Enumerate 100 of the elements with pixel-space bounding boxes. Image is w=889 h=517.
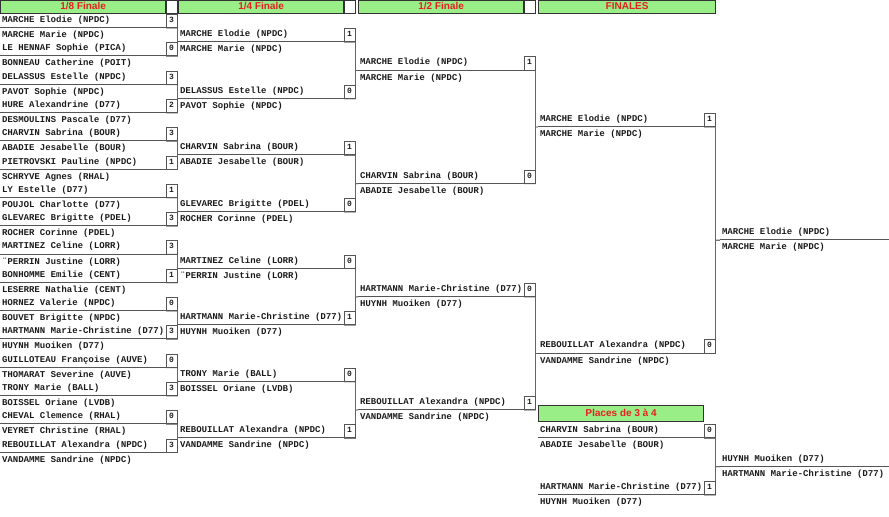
player-pair-name: DESMOULINS Pascale (D77) (1, 114, 132, 128)
player-pair-name: BONHOMME Emilie (CENT) (0, 268, 166, 283)
score-cell: 0 (524, 170, 536, 184)
score-cell: 0 (524, 282, 536, 297)
player-pair-name: MARCHE Marie (NPDC) (1, 29, 105, 42)
score-cell: 0 (166, 354, 178, 368)
round-header: 1/8 Finale (0, 0, 166, 14)
player-pair-name: MARCHE Marie (NPDC) (359, 72, 463, 85)
player-pair-name: HUYNH Muoiken (D77) (179, 326, 283, 340)
player-pair-name: HARTMANN Marie-Christine (D77) (538, 480, 704, 496)
player-pair-name: DELASSUS Estelle (NPDC) (178, 84, 344, 99)
score-cell: 3 (166, 212, 178, 226)
score-cell: 1 (524, 396, 536, 410)
player-pair-name: VANDAMME Sandrine (NPDC) (539, 354, 670, 368)
player-pair-name: HUYNH Muoiken (D77) (720, 452, 889, 467)
player-pair-name: ¨PERRIN Justine (LORR) (1, 256, 121, 269)
bracket-line (704, 466, 720, 496)
bracket-line (344, 381, 358, 411)
score-cell: 1 (704, 113, 716, 128)
player-pair-name: CHEVAL Clemence (RHAL) (0, 410, 166, 424)
player-pair-name: MARCHE Elodie (NPDC) (178, 28, 344, 42)
bracket-line (344, 410, 358, 439)
player-pair-name: DELASSUS Estelle (NPDC) (0, 70, 166, 85)
round-header: FINALES (538, 0, 716, 14)
player-pair-name: REBOUILLAT Alexandra (NPDC) (0, 438, 166, 453)
player-pair-name: BONNEAU Catherine (POIT) (1, 57, 132, 70)
bracket-slot (0, 268, 166, 297)
score-cell: 3 (166, 240, 178, 255)
player-pair-name: GLEVAREC Brigitte (PDEL) (178, 198, 344, 212)
bracket-line (166, 424, 178, 439)
score-cell: 3 (166, 382, 178, 396)
score-cell: 2 (166, 98, 178, 114)
player-pair-name: HUYNH Muoiken (D77) (1, 340, 105, 354)
score-cell: 0 (704, 339, 716, 354)
bracket-slot (0, 354, 166, 382)
header-cell (524, 0, 536, 14)
player-pair-name: ABADIE Jesabelle (BOUR) (539, 439, 664, 452)
player-pair-name: LY Estelle (D77) (0, 184, 166, 198)
bracket-slot (358, 170, 524, 198)
player-pair-name: MARTINEZ Celine (LORR) (178, 254, 344, 269)
player-pair-name: TRONY Marie (BALL) (0, 382, 166, 396)
player-pair-name: ABADIE Jesabelle (BOUR) (359, 184, 484, 198)
player-pair-name: REBOUILLAT Alexandra (NPDC) (178, 424, 344, 438)
player-pair-name: MARTINEZ Celine (LORR) (0, 240, 166, 255)
player-pair-name: CHARVIN Sabrina (BOUR) (358, 170, 524, 184)
bracket-line (344, 42, 358, 71)
bracket-slot (0, 70, 166, 99)
player-pair-name: BOISSEL Oriane (LVDB) (179, 382, 294, 396)
header-cell (166, 0, 178, 14)
player-pair-name: REBOUILLAT Alexandra (NPDC) (358, 396, 524, 410)
score-cell: 0 (704, 424, 716, 438)
bracket-slot (538, 339, 704, 368)
score-cell: 1 (344, 424, 356, 438)
score-cell: 1 (166, 268, 178, 283)
bracket-slot (178, 254, 344, 283)
score-cell: 0 (344, 254, 356, 269)
player-pair-name: CHARVIN Sabrina (BOUR) (538, 424, 704, 438)
bracket-slot (0, 156, 166, 184)
bracket-line (524, 296, 538, 354)
player-pair-name: POUJOL Charlotte (D77) (1, 198, 121, 212)
bracket-line (166, 197, 178, 212)
bracket-slot (358, 56, 524, 85)
score-cell: 1 (524, 56, 536, 71)
player-pair-name: ROCHER Corinne (PDEL) (1, 227, 116, 240)
player-pair-name: LE HENNAF Sophie (PICA) (0, 42, 166, 56)
player-pair-name: VANDAMME Sandrine (NPDC) (179, 439, 310, 452)
player-pair-name: MARCHE Elodie (NPDC) (538, 113, 704, 128)
player-pair-name: THOMARAT Severine (AUVE) (1, 368, 132, 382)
bracket-line (166, 28, 178, 43)
player-pair-name: BOISSEL Oriane (LVDB) (1, 397, 116, 410)
player-pair-name: MARCHE Elodie (NPDC) (358, 56, 524, 71)
player-pair-name: HUYNH Muoiken (D77) (359, 298, 463, 311)
player-pair-name: GUILLOTEAU Françoise (AUVE) (0, 354, 166, 368)
bracket-slot (0, 438, 166, 467)
player-pair-name: VANDAMME Sandrine (NPDC) (1, 454, 132, 467)
score-cell: 3 (166, 325, 178, 340)
player-pair-name: HARTMANN Marie-Christine (D77) (178, 311, 344, 326)
player-pair-name: MARCHE Elodie (NPDC) (0, 14, 166, 28)
bracket-line (344, 154, 358, 184)
player-pair-name: VANDAMME Sandrine (NPDC) (359, 411, 490, 424)
score-cell: 3 (166, 127, 178, 142)
score-cell: 3 (166, 70, 178, 85)
score-cell: 1 (344, 311, 356, 326)
score-cell: 1 (704, 480, 716, 496)
player-pair-name: HURE Alexandrine (D77) (0, 98, 166, 114)
score-cell: 0 (344, 198, 356, 212)
player-pair-name: MARCHE Marie (NPDC) (179, 43, 283, 56)
score-cell: 0 (344, 84, 356, 99)
score-cell: 0 (166, 297, 178, 312)
score-cell: 1 (166, 156, 178, 170)
player-pair-name: ABADIE Jesabelle (BOUR) (179, 156, 304, 170)
player-pair-name: HORNEZ Valerie (NPDC) (0, 297, 166, 312)
player-pair-name: MARCHE Marie (NPDC) (539, 128, 643, 142)
player-pair-name: LESERRE Nathalie (CENT) (1, 284, 126, 297)
bracket-line (166, 310, 178, 326)
player-pair-name: MARCHE Elodie (NPDC) (720, 226, 889, 240)
header-cell (344, 0, 356, 14)
player-pair-name: SCHRYVE Agnes (RHAL) (1, 170, 110, 184)
player-pair-name: REBOUILLAT Alexandra (NPDC) (538, 339, 704, 354)
player-pair-name: PIETROVSKI Pauline (NPDC) (0, 156, 166, 170)
